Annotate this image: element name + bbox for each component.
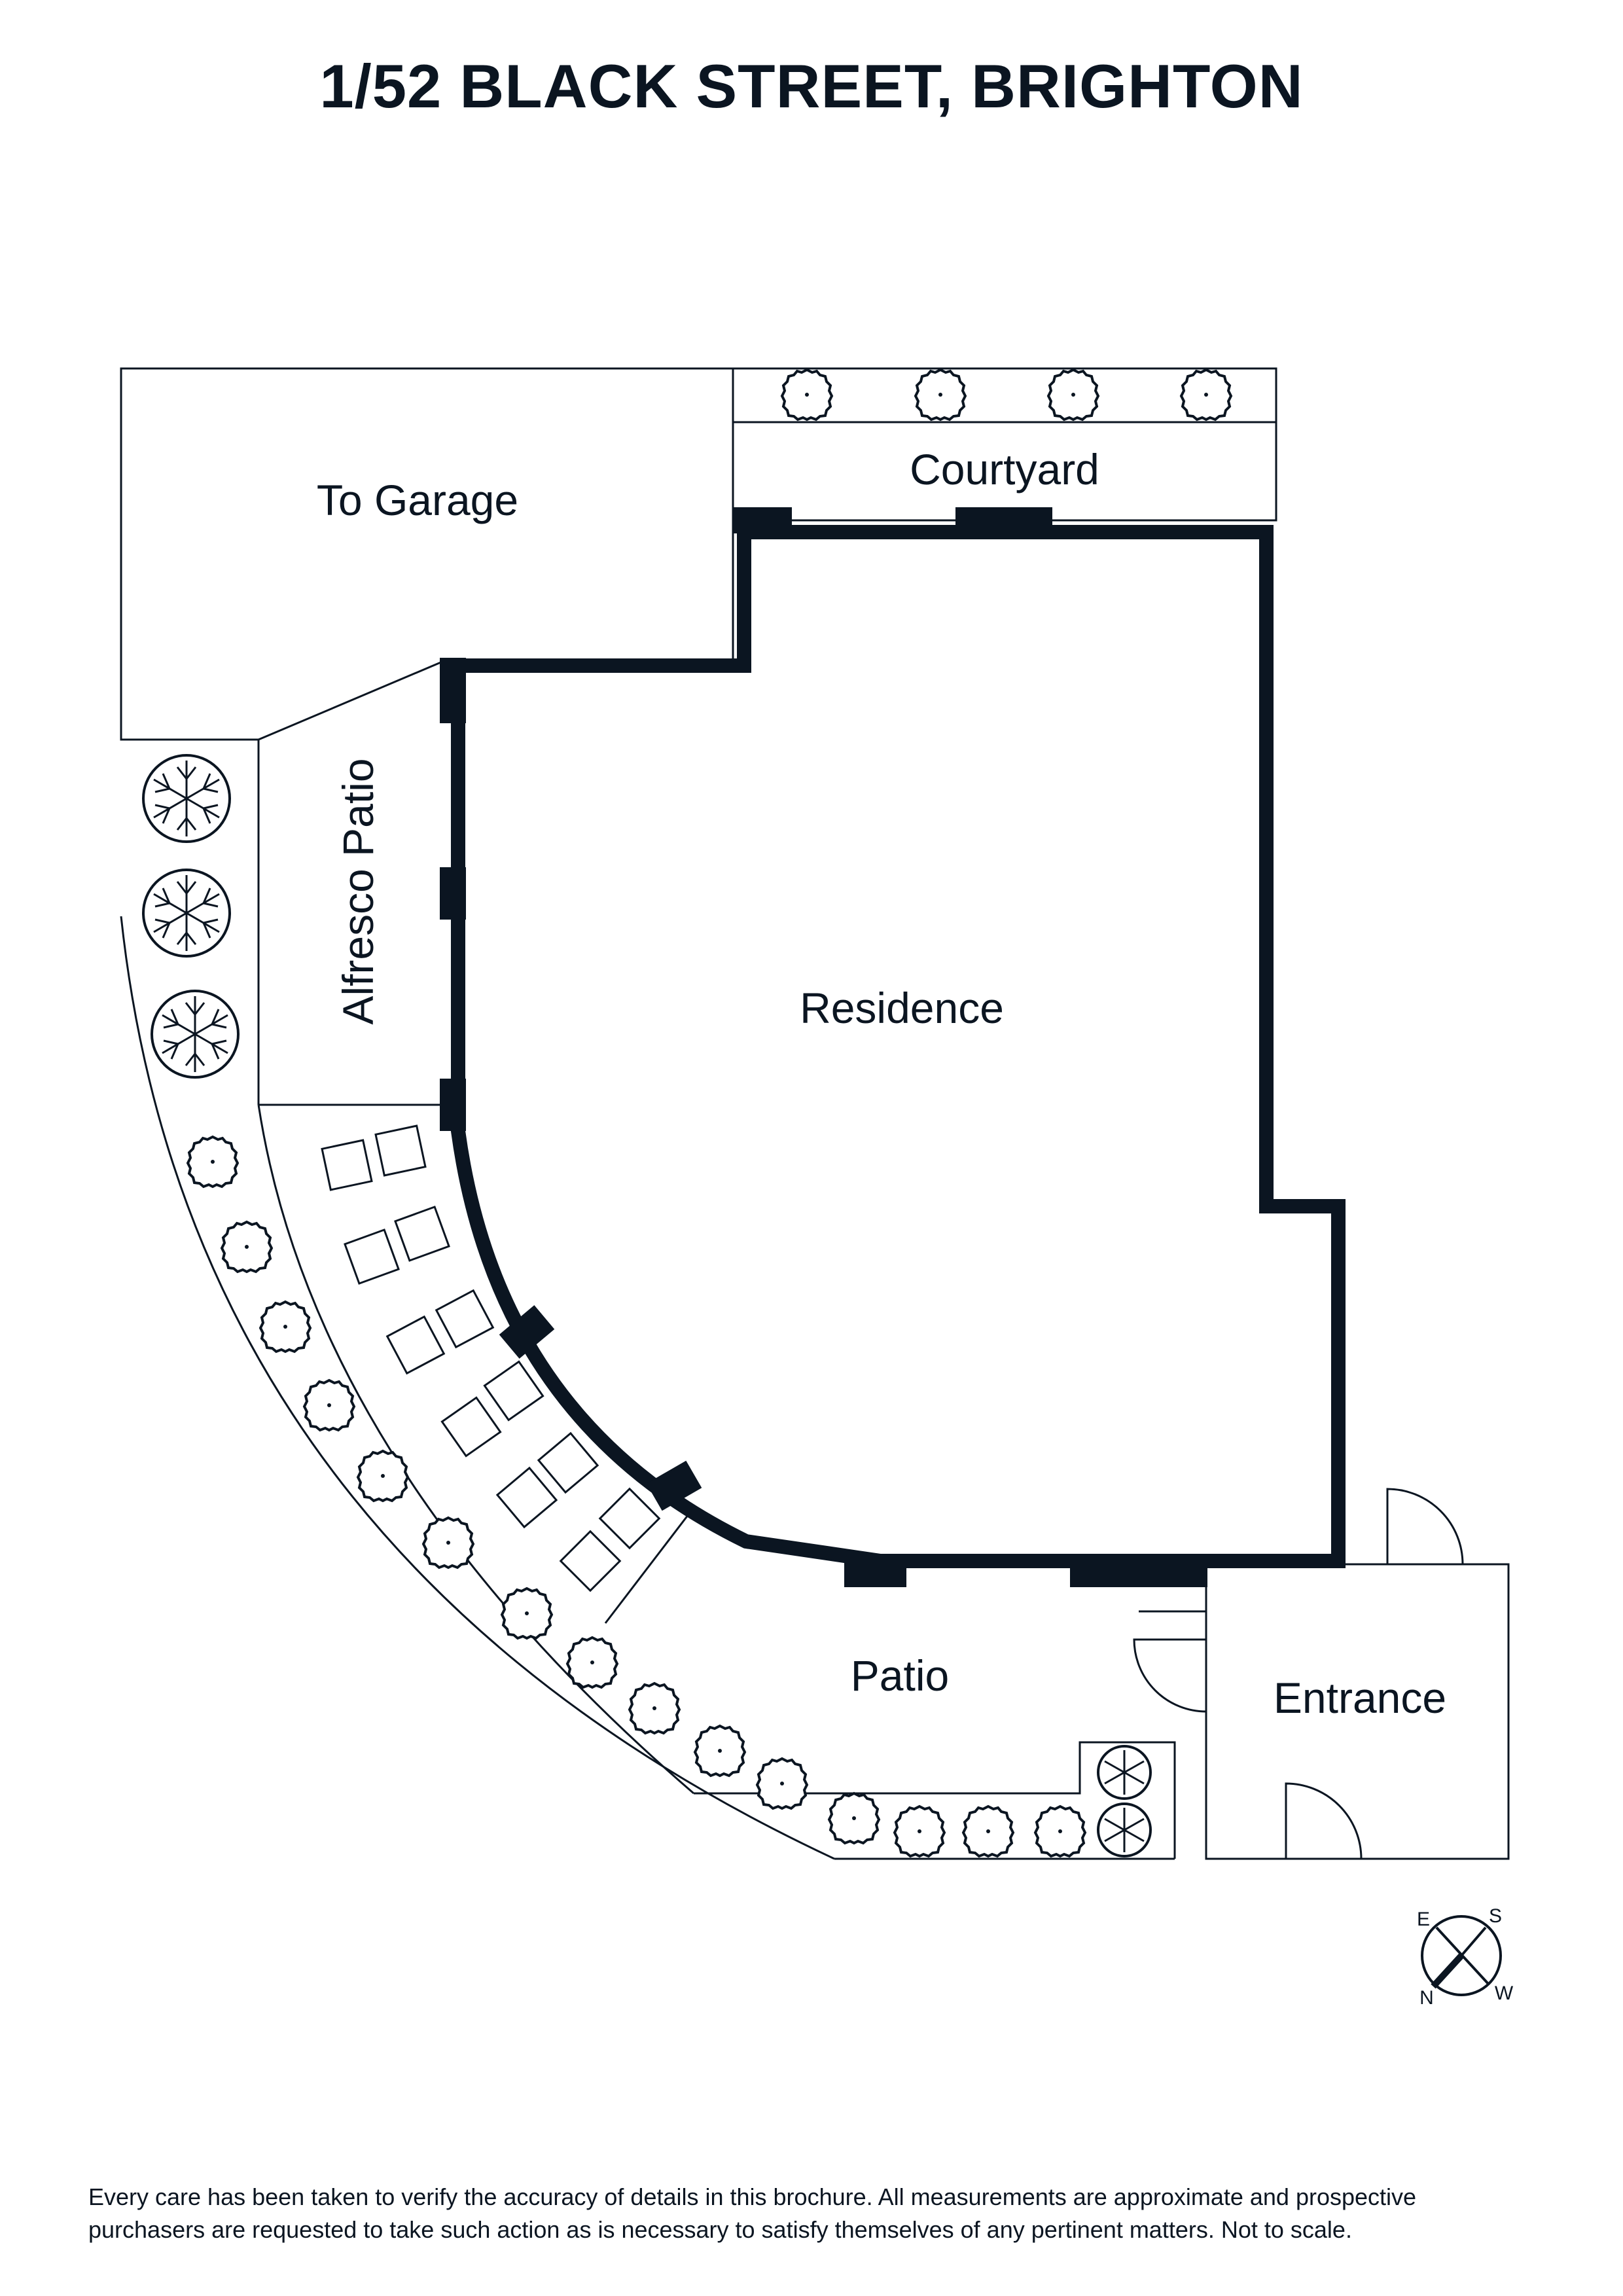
room-label-to-garage: To Garage (317, 476, 518, 524)
disclaimer: Every care has been taken to verify the … (88, 2181, 1548, 2246)
room-label-entrance: Entrance (1274, 1674, 1446, 1722)
tree-icon (142, 754, 240, 1079)
door-swing-icon (1386, 1488, 1464, 1565)
paver-icon (321, 1124, 661, 1592)
door-swing-icon (1133, 1638, 1207, 1713)
paver-divider (604, 1511, 692, 1624)
wall-openings (440, 507, 1207, 1587)
page-title: 1/52 BLACK STREET, BRIGHTON (319, 52, 1304, 120)
compass-north: N (1419, 1987, 1434, 2009)
shrub-icon (187, 368, 1232, 1857)
room-label-alfresco-patio: Alfresco Patio (334, 758, 382, 1024)
compass-south: S (1489, 1905, 1502, 1927)
disclaimer-line-2: purchasers are requested to take such ac… (88, 2216, 1352, 2243)
door-swing-icon (1285, 1782, 1363, 1859)
residence-wall (451, 520, 1346, 1568)
compass-east: E (1417, 1909, 1430, 1930)
room-label-courtyard: Courtyard (910, 445, 1099, 493)
compass-icon: E S N W (1417, 1905, 1514, 2009)
small-tree-icon (1097, 1745, 1152, 1857)
entrance-outline (1205, 1563, 1510, 1860)
room-label-patio: Patio (851, 1651, 949, 1700)
garage-outline (120, 367, 734, 741)
garden-outer-arc (120, 916, 835, 1860)
disclaimer-line-1: Every care has been taken to verify the … (88, 2183, 1417, 2210)
compass-west: W (1495, 1982, 1514, 2004)
room-label-residence: Residence (800, 984, 1004, 1032)
